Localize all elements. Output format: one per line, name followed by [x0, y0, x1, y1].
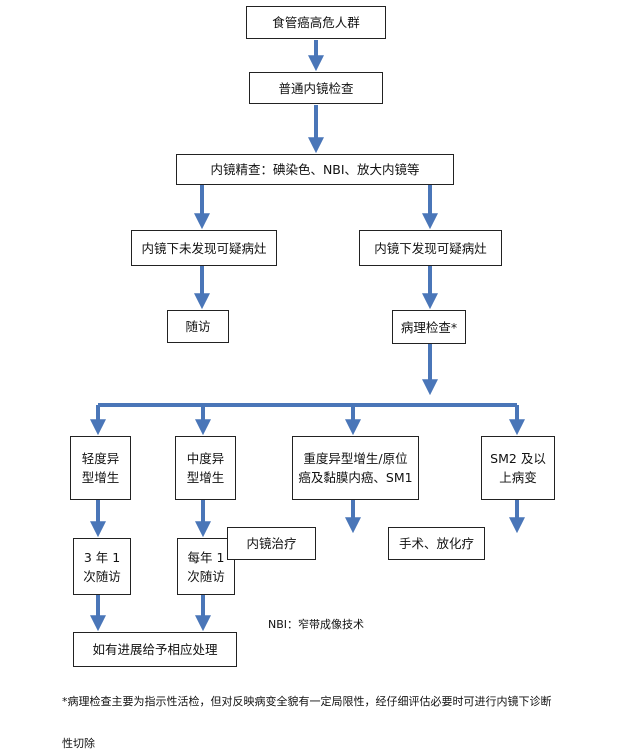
- node-regular-endoscopy: 普通内镜检查: [249, 72, 383, 104]
- node-pathology: 病理检查*: [392, 310, 466, 344]
- node-mild-followup: 3 年 1 次随访: [73, 538, 131, 595]
- node-follow-up: 随访: [167, 310, 229, 343]
- node-progress-handling: 如有进展给予相应处理: [73, 632, 237, 667]
- node-endoscopic-treatment: 内镜治疗: [227, 527, 316, 560]
- node-lesion: 内镜下发现可疑病灶: [359, 230, 502, 266]
- footnote-line-1: *病理检查主要为指示性活检，但对反映病变全貌有一定局限性，经仔细评估必要时可进行…: [62, 695, 552, 708]
- node-moderate-followup: 每年 1 次随访: [177, 538, 235, 595]
- node-surgery-chemoradiation: 手术、放化疗: [388, 527, 485, 560]
- node-high-risk-group: 食管癌高危人群: [246, 6, 386, 39]
- node-sm2-lesion: SM2 及以 上病变: [481, 436, 555, 500]
- node-mild-dysplasia: 轻度异 型增生: [70, 436, 131, 500]
- node-severe-dysplasia: 重度异型增生/原位 癌及黏膜内癌、SM1: [292, 436, 419, 500]
- footnote-line-2: 性切除: [62, 737, 95, 750]
- node-fine-endoscopy: 内镜精查：碘染色、NBI、放大内镜等: [176, 154, 454, 185]
- nbi-note: NBI：窄带成像技术: [268, 618, 365, 631]
- node-no-lesion: 内镜下未发现可疑病灶: [131, 230, 277, 266]
- node-moderate-dysplasia: 中度异 型增生: [175, 436, 236, 500]
